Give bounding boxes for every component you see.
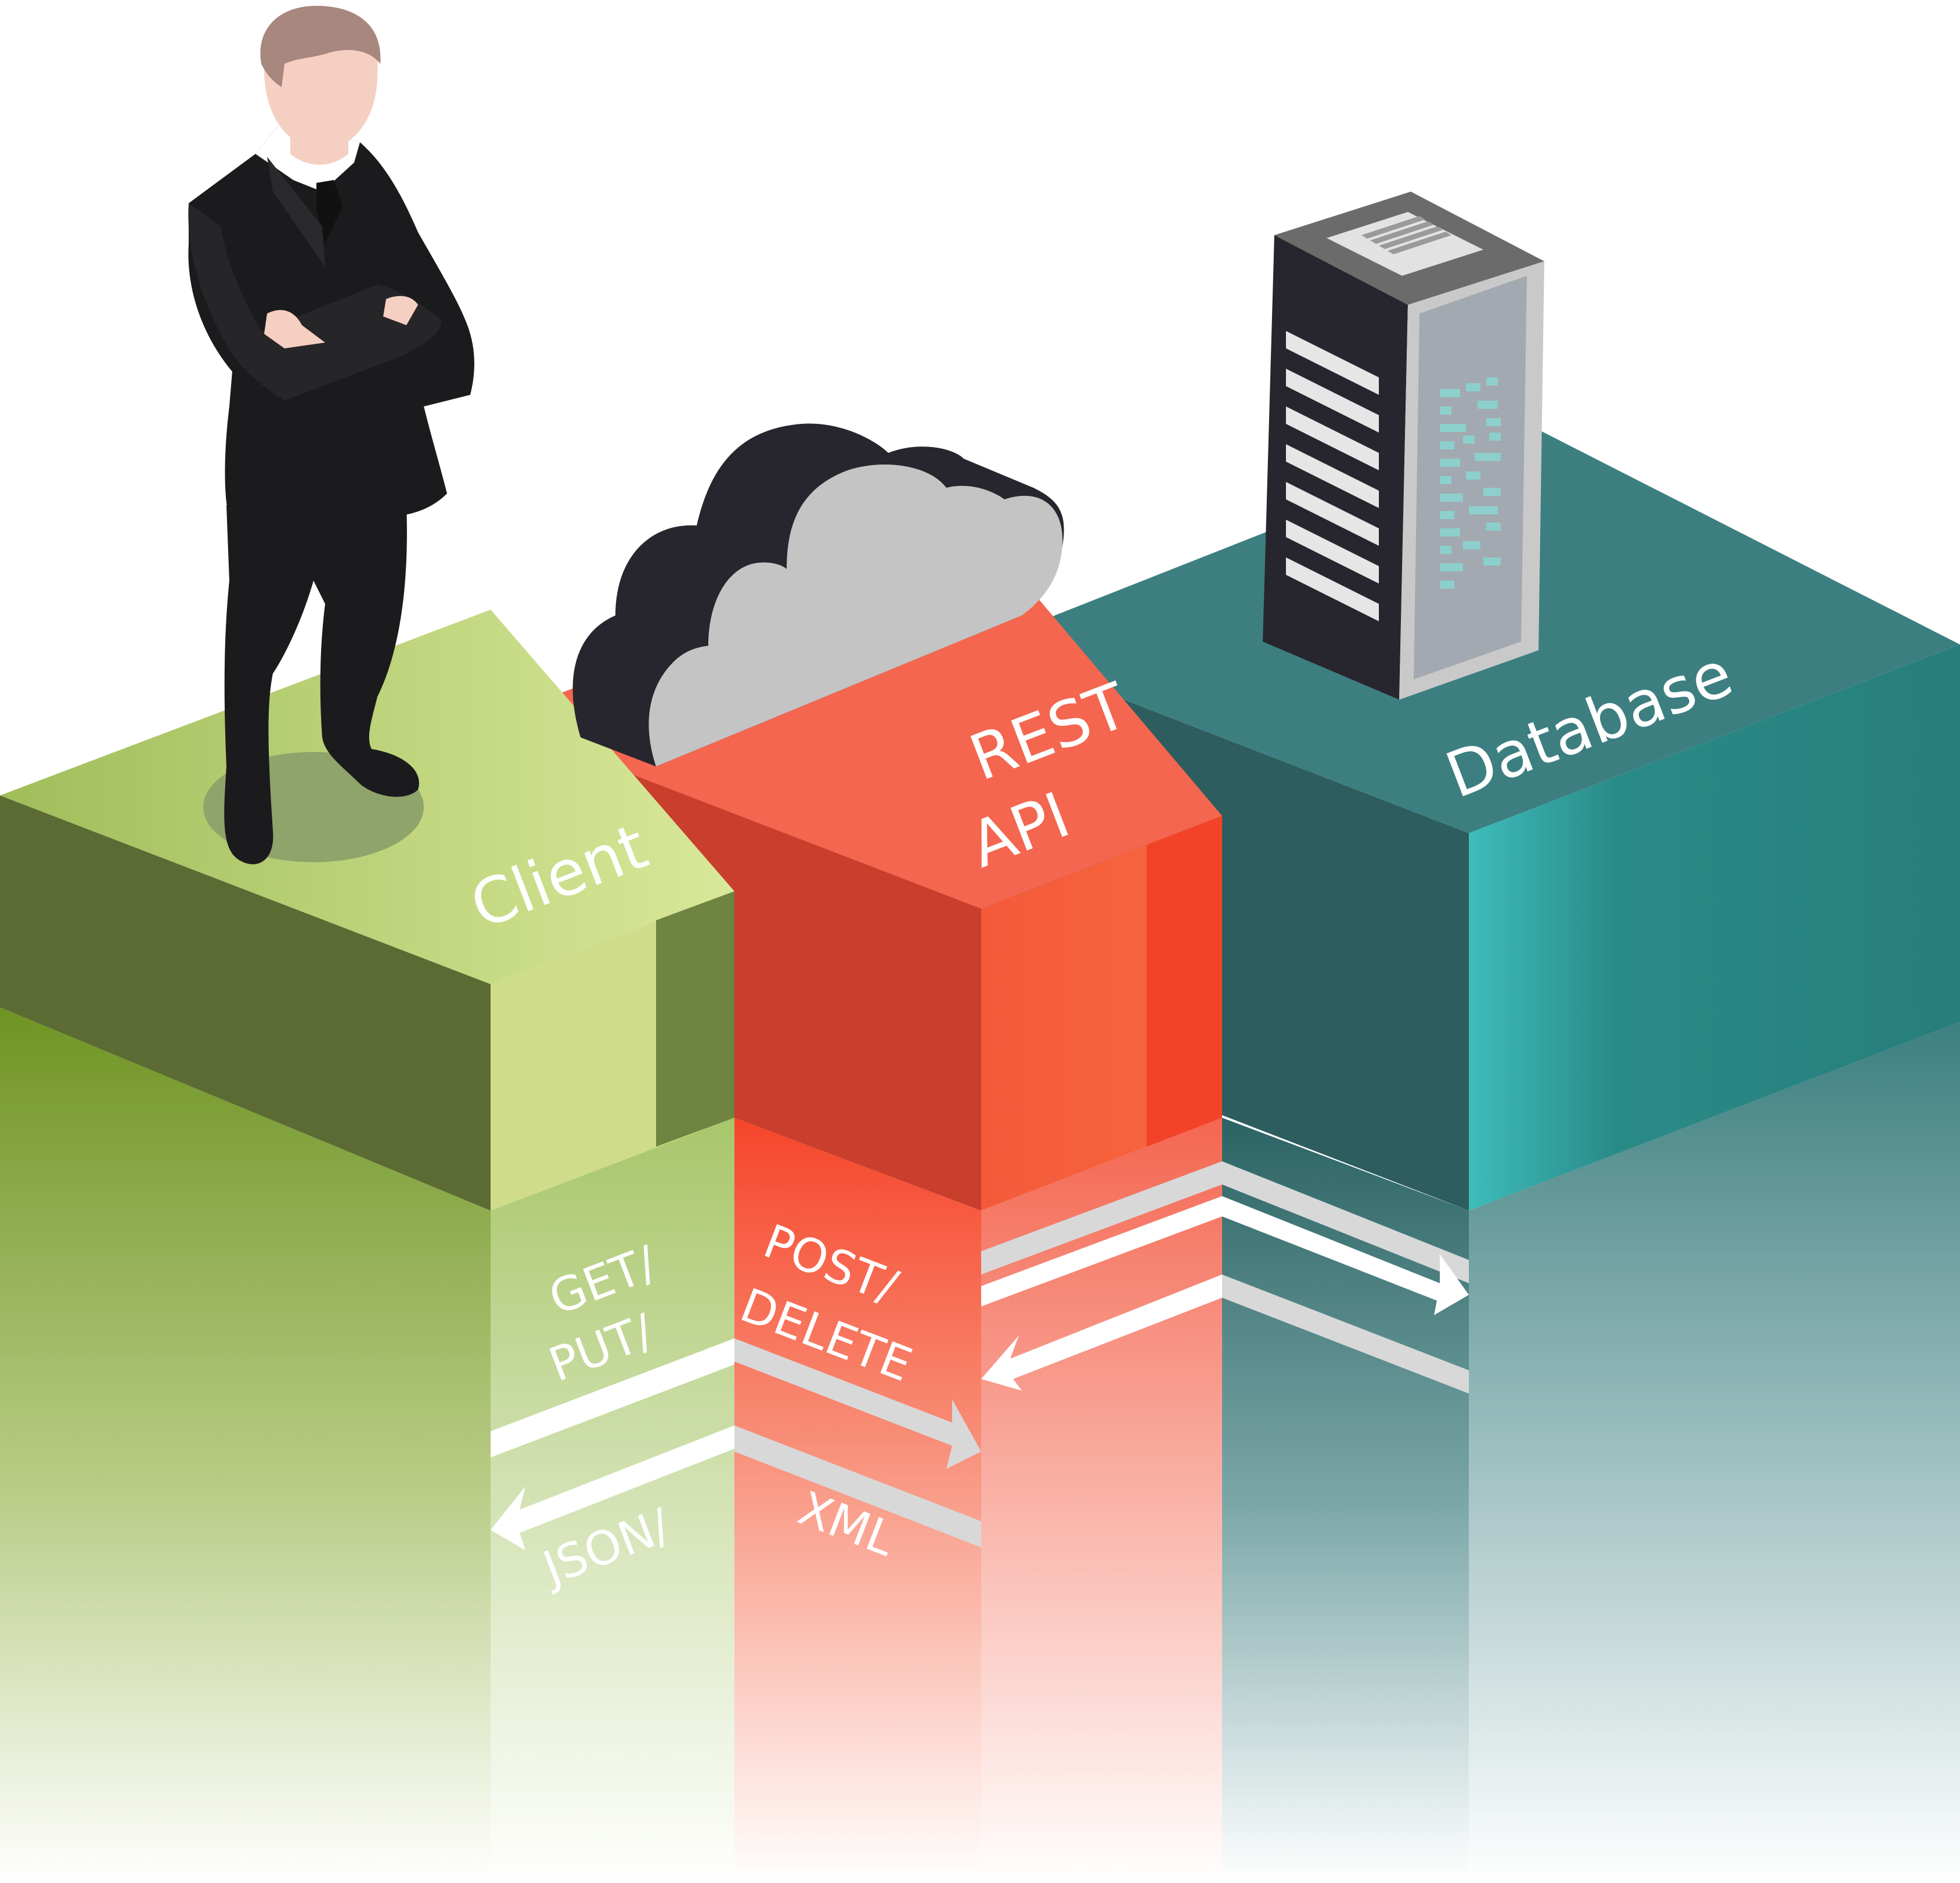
businessman-figure [188,6,474,865]
client-response-arrow [491,1425,981,1550]
db-request-arrow [981,1161,1469,1315]
db-response-arrow [981,1274,1469,1394]
server-icon [1263,192,1544,700]
client-request-arrow [491,1338,981,1469]
cloud-icon [572,423,1064,766]
client-column-reflection [0,1007,734,1883]
